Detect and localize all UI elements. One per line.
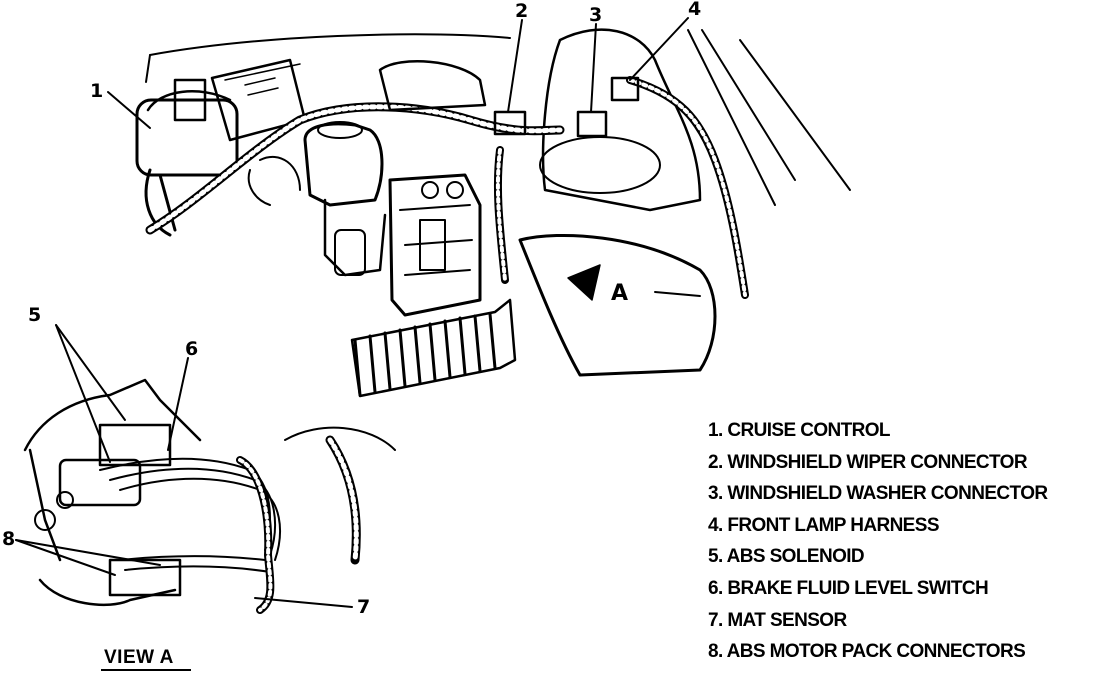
view-a-detail: [23, 378, 396, 614]
legend-item-5: 5. ABS SOLENOID: [708, 546, 865, 568]
master-cylinder: [303, 121, 387, 277]
leader-4: [629, 17, 689, 81]
leader-1: [107, 91, 151, 129]
fender-lines: [687, 29, 851, 206]
callout-8: 8: [2, 528, 16, 550]
wiper-connector: [493, 110, 527, 136]
legend-item-3: 3. WINDSHIELD WASHER CONNECTOR: [708, 483, 1048, 505]
legend-item-4: 4. FRONT LAMP HARNESS: [708, 514, 940, 536]
callout-6: 6: [185, 338, 199, 360]
legend-item-1: 1. CRUISE CONTROL: [708, 420, 891, 441]
leader-6: [167, 357, 189, 451]
callout-7: 7: [357, 596, 371, 618]
cowl-outline: [149, 33, 511, 56]
leader-5b: [55, 324, 111, 463]
air-cleaner-box: [518, 233, 717, 377]
callout-4: 4: [688, 0, 702, 20]
callout-5: 5: [28, 304, 42, 326]
view-a-arrow: [567, 264, 601, 301]
strut-tower: [541, 28, 702, 212]
leader-8a: [15, 539, 116, 576]
view-a-underline: [101, 669, 191, 671]
front-lamp-connector: [610, 76, 640, 102]
leader-3: [590, 23, 597, 113]
washer-connector: [576, 110, 608, 138]
legend-item-8: 8. ABS MOTOR PACK CONNECTORS: [708, 641, 1026, 663]
view-a-caption: VIEW A: [104, 647, 174, 668]
cruise-control-module: [135, 58, 307, 237]
leader-7: [254, 597, 353, 608]
legend-item-2: 2. WINDSHIELD WIPER CONNECTOR: [708, 451, 1028, 473]
callout-3: 3: [589, 4, 603, 26]
view-a-arrow-label: A: [611, 281, 629, 306]
legend-item-6: 6. BRAKE FLUID LEVEL SWITCH: [708, 577, 989, 599]
leader-8b: [15, 539, 161, 566]
callout-2: 2: [515, 0, 529, 22]
leader-2: [507, 19, 523, 113]
abs-modulator: [388, 173, 482, 317]
legend-item-7: 7. MAT SENSOR: [708, 609, 847, 631]
component-legend: 1. CRUISE CONTROL 2. WINDSHIELD WIPER CO…: [708, 420, 1048, 673]
leader-5a: [55, 324, 126, 421]
air-intake-duct: [350, 298, 517, 398]
callout-1: 1: [90, 80, 104, 102]
